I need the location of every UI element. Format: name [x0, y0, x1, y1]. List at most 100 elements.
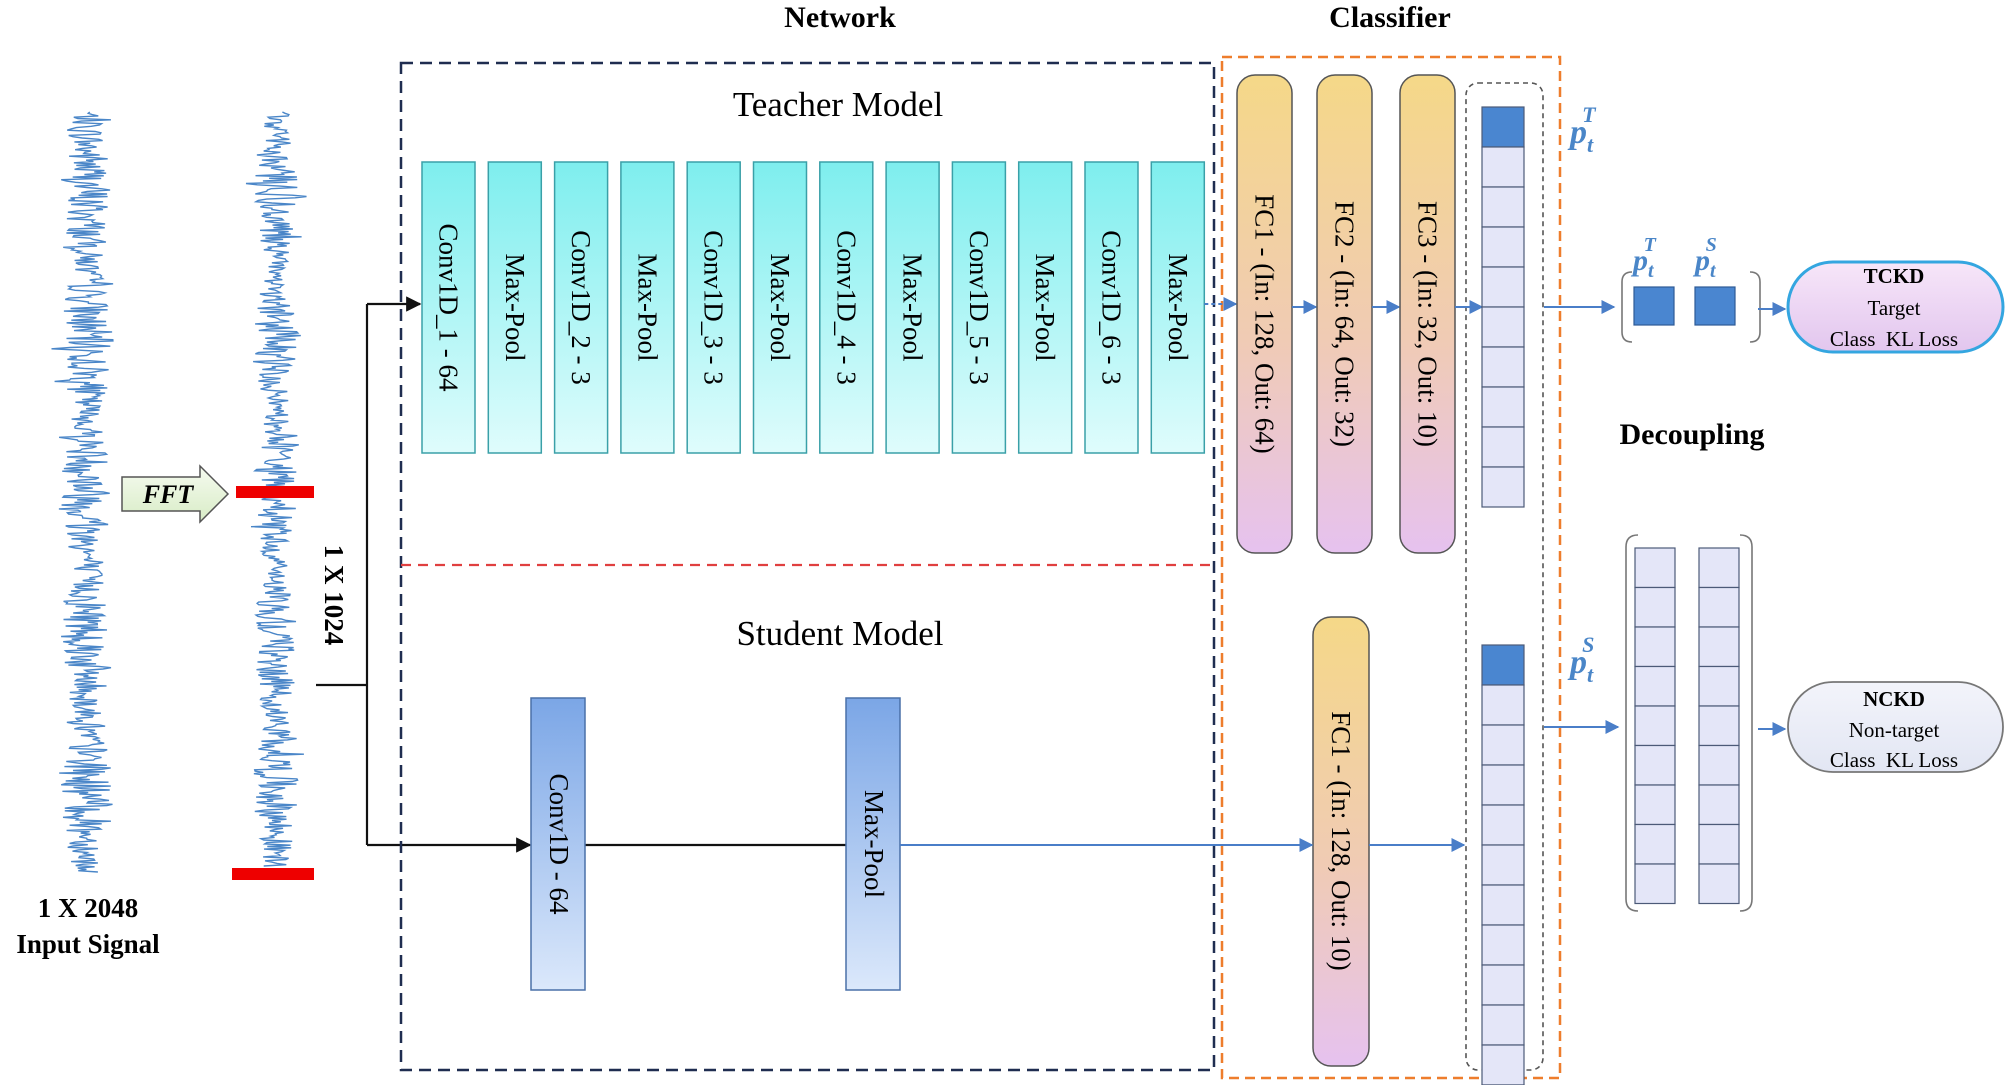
network-header: Network [784, 1, 896, 34]
student-output-cell [1481, 1004, 1525, 1046]
fft-label: FFT [142, 480, 195, 509]
nckd-student-cell [1698, 626, 1740, 668]
teacher-layer-label: Conv1D_2 - 3 [566, 230, 596, 385]
svg-text:ptT: ptT [1567, 102, 1597, 157]
teacher-layer-1: Conv1D_1 - 64 [421, 161, 476, 454]
tckd-teacher-target-cell [1633, 286, 1675, 326]
teacher-model-title: Teacher Model [733, 85, 944, 124]
student-output-cell [1481, 844, 1525, 886]
input-size-label: 1 X 2048 [38, 893, 139, 923]
teacher-layer-5: Conv1D_3 - 3 [686, 161, 741, 454]
teacher-layer-label: Conv1D_5 - 3 [964, 230, 994, 385]
student-output-vector [1481, 644, 1525, 1085]
fft-size-label: 1 X 1024 [319, 545, 349, 646]
teacher-output-cell [1481, 266, 1525, 308]
tckd-line2: Class KL Loss [1830, 327, 1958, 351]
teacher-prob-label: ptT [1567, 102, 1597, 157]
student-output-cell [1481, 884, 1525, 926]
teacher-output-cell [1481, 106, 1525, 148]
teacher-output-cell [1481, 386, 1525, 428]
student-output-cell [1481, 764, 1525, 806]
student-fc-layer: FC1 - (In: 128, Out: 10) [1312, 616, 1370, 1067]
teacher-output-cell [1481, 466, 1525, 508]
nckd-teacher-cell [1634, 665, 1676, 707]
student-prob-label: ptS [1567, 632, 1594, 687]
tckd-title: TCKD [1864, 264, 1925, 288]
teacher-fc-label: FC1 - (In: 128, Out: 64) [1250, 194, 1280, 454]
network-box [399, 61, 1216, 1072]
teacher-output-cell [1481, 186, 1525, 228]
teacher-layer-label: Conv1D_3 - 3 [699, 230, 729, 385]
nckd-line1: Non-target [1849, 718, 1940, 742]
nckd-teacher-cell [1634, 744, 1676, 786]
teacher-classifier-stack: FC1 - (In: 128, Out: 64) FC2 - (In: 64, O… [1236, 74, 1484, 554]
student-model-title: Student Model [736, 614, 943, 653]
nckd-teacher-cell [1634, 586, 1676, 628]
fft-marker-top [236, 486, 314, 498]
teacher-layer-4: Max-Pool [620, 161, 675, 454]
fft-marker-bottom [232, 868, 314, 880]
classifier-box [1220, 55, 1562, 1080]
teacher-layer-label: Max-Pool [898, 254, 928, 362]
teacher-fc-2: FC2 - (In: 64, Out: 32) [1316, 74, 1401, 554]
nckd-student-cell [1698, 784, 1740, 826]
nckd-teacher-cell [1634, 705, 1676, 747]
nckd-student-column [1698, 547, 1740, 905]
tckd-target-group: ptT ptS [1621, 234, 1761, 343]
teacher-fc-label: FC2 - (In: 64, Out: 32) [1330, 201, 1360, 447]
teacher-layer-label: Max-Pool [765, 254, 795, 362]
teacher-layer-6: Max-Pool [752, 161, 808, 454]
teacher-layer-label: Max-Pool [1030, 254, 1060, 362]
nckd-title: NCKD [1863, 687, 1925, 711]
teacher-output-cell [1481, 306, 1525, 348]
student-output-cell [1481, 924, 1525, 966]
teacher-output-vector [1481, 106, 1525, 508]
teacher-layer-label: Max-Pool [632, 254, 662, 362]
teacher-layer-9: Conv1D_5 - 3 [951, 161, 1007, 454]
teacher-layer-8: Max-Pool [885, 161, 940, 454]
teacher-fc-label: FC3 - (In: 32, Out: 10) [1413, 201, 1443, 447]
student-output-cell [1481, 684, 1525, 726]
teacher-layer-3: Conv1D_2 - 3 [553, 161, 609, 454]
nckd-teacher-cell [1634, 823, 1676, 865]
nckd-student-cell [1698, 823, 1740, 865]
nckd-teacher-cell [1634, 784, 1676, 826]
nckd-student-cell [1698, 665, 1740, 707]
input-routing [316, 296, 846, 853]
teacher-layer-stack: Conv1D_1 - 64 Max-Pool Conv1D_2 - 3 Max-Poo… [421, 161, 1238, 454]
input-signal-waveform [51, 111, 114, 873]
teacher-layer-2: Max-Pool [487, 161, 543, 454]
tckd-student-target-cell [1694, 286, 1736, 326]
student-output-cell [1481, 1044, 1525, 1085]
teacher-layer-11: Conv1D_6 - 3 [1084, 161, 1139, 454]
decoupling-label: Decoupling [1619, 418, 1764, 451]
teacher-fc-3: FC3 - (In: 32, Out: 10) [1399, 74, 1484, 554]
tckd-loss-node: TCKD Target Class KL Loss [1786, 260, 2005, 354]
student-fc-label: FC1 - (In: 128, Out: 10) [1326, 711, 1356, 971]
svg-text:ptT: ptT [1630, 234, 1657, 282]
nckd-student-cell [1698, 547, 1740, 589]
teacher-layer-label: Conv1D_4 - 3 [831, 230, 861, 385]
teacher-output-cell [1481, 346, 1525, 388]
svg-text:ptS: ptS [1567, 632, 1594, 687]
student-conv-label: Conv1D - 64 [544, 774, 574, 915]
teacher-layer-label: Conv1D_6 - 3 [1097, 230, 1127, 385]
student-pool-label: Max-Pool [859, 790, 889, 898]
classifier-header: Classifier [1329, 1, 1451, 34]
teacher-fc-1: FC1 - (In: 128, Out: 64) [1236, 74, 1318, 554]
nckd-student-cell [1698, 586, 1740, 628]
student-pool-layer: Max-Pool [845, 697, 901, 991]
teacher-layer-12: Max-Pool [1150, 161, 1206, 454]
fft-arrow: FFT [121, 464, 230, 524]
teacher-layer-label: Conv1D_1 - 64 [434, 224, 464, 392]
nckd-student-cell [1698, 863, 1740, 905]
nckd-teacher-cell [1634, 863, 1676, 905]
nckd-student-cell [1698, 744, 1740, 786]
nckd-teacher-cell [1634, 626, 1676, 668]
teacher-layer-label: Max-Pool [1163, 254, 1193, 362]
nckd-student-cell [1698, 705, 1740, 747]
teacher-output-cell [1481, 426, 1525, 468]
teacher-output-cell [1481, 146, 1525, 188]
student-output-cell [1481, 964, 1525, 1006]
